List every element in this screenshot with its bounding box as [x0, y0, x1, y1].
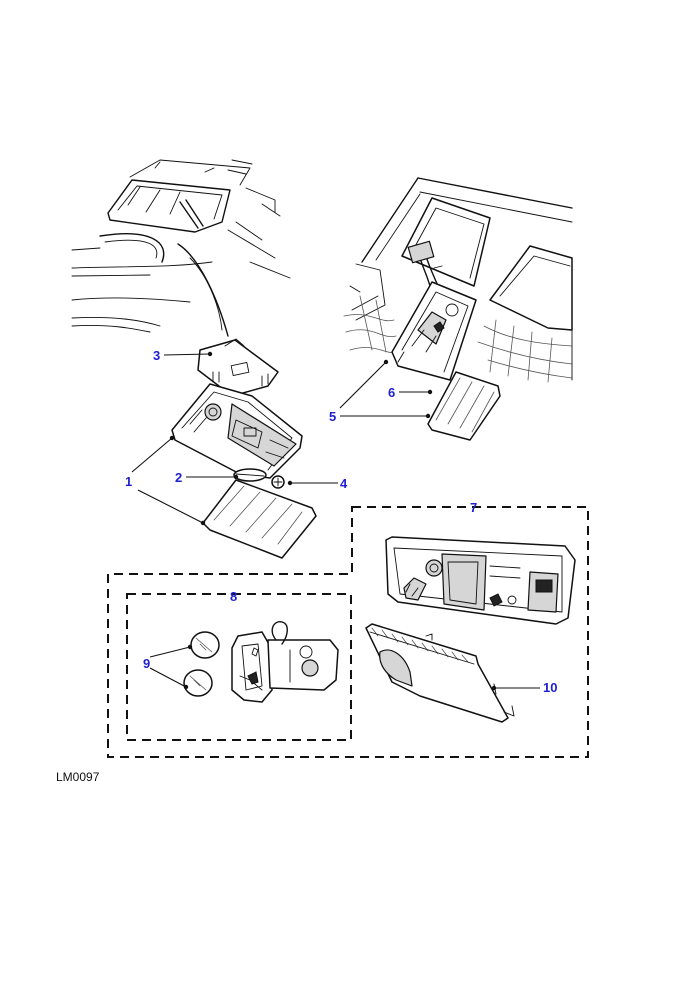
part-5-lamp-lens — [427, 371, 501, 441]
callout-1: 1 — [125, 474, 132, 489]
part-6-roof-lamp-unit — [391, 281, 477, 381]
callout-4: 4 — [340, 476, 348, 491]
left-vehicle-roof-context — [71, 159, 291, 337]
right-vehicle-roof-context — [343, 177, 573, 383]
callout-5: 5 — [329, 409, 336, 424]
part-4-screw — [271, 475, 285, 489]
part-10-console-lid — [365, 623, 515, 723]
part-1-interior-lamp-housing — [171, 383, 303, 479]
part-1-lamp-lens — [202, 479, 317, 559]
callout-3: 3 — [153, 348, 160, 363]
part-7-console-housing — [385, 536, 576, 625]
kit-boundary-8 — [126, 593, 352, 741]
callout-9: 9 — [143, 656, 150, 671]
kit-boundary-7 — [107, 506, 589, 758]
part-2-festoon-bulb — [233, 468, 267, 482]
part-8-remote-key-fob — [231, 621, 339, 703]
leader-lines — [131, 351, 540, 691]
part-3-mounting-bracket — [197, 338, 279, 397]
callout-10: 10 — [543, 680, 557, 695]
callout-7: 7 — [470, 500, 477, 515]
part-9-battery-cells — [183, 631, 220, 697]
callout-2: 2 — [175, 470, 182, 485]
callout-6: 6 — [388, 385, 395, 400]
drawing-code: LM0097 — [56, 770, 100, 784]
callout-8: 8 — [230, 589, 237, 604]
